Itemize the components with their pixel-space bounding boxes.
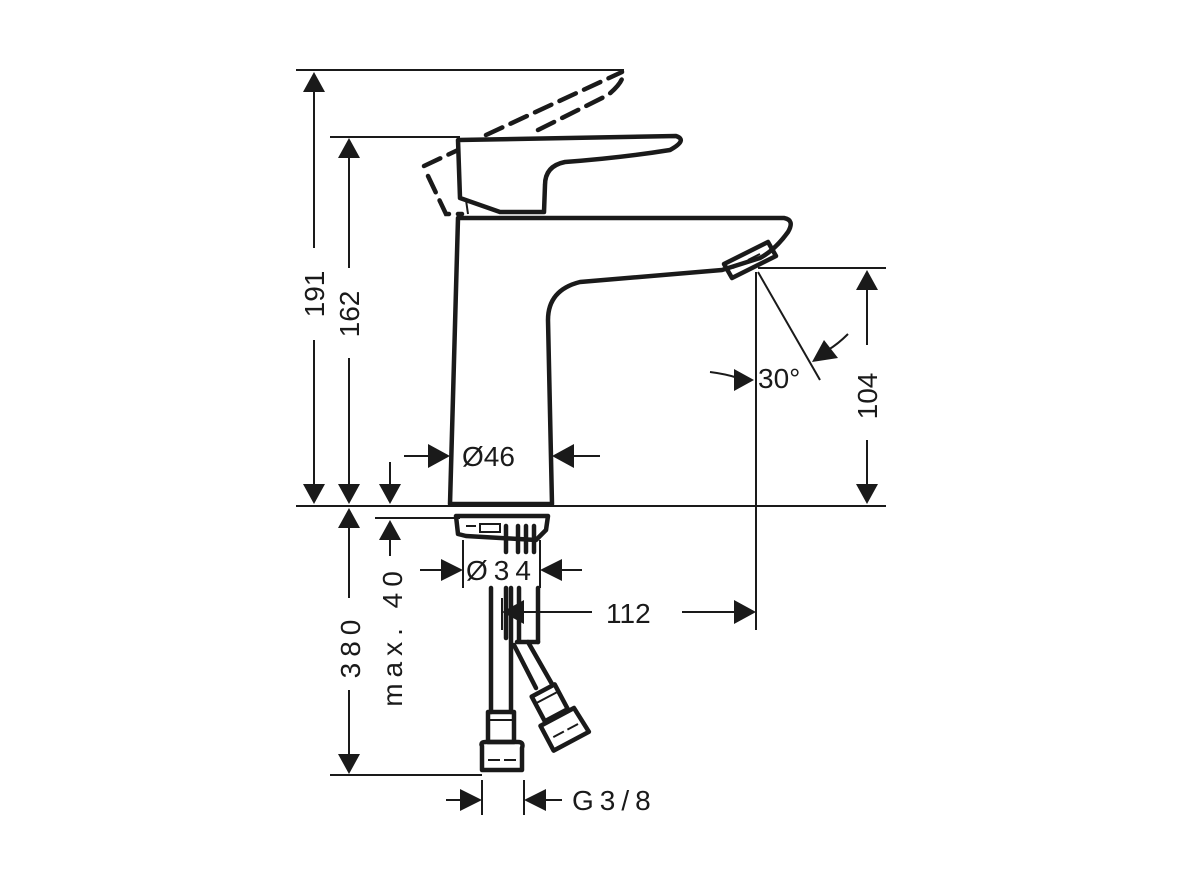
- dim-label-112: 112: [606, 598, 651, 629]
- hose-connector-straight: [479, 709, 525, 773]
- dim-label-380: 380: [335, 614, 366, 679]
- dimension-thread-diameter: Ø34: [420, 555, 582, 586]
- lever-open-outline: [421, 69, 625, 217]
- dim-label-191: 191: [299, 271, 330, 318]
- supply-hoses: [479, 585, 592, 773]
- dim-label-g3-8: G3/8: [572, 785, 657, 816]
- dimension-162: 162: [334, 138, 365, 504]
- dimension-spout-reach: 112: [501, 598, 756, 630]
- dim-label-104: 104: [852, 373, 883, 420]
- dimension-hose-length: 380: [335, 508, 366, 774]
- dim-label-34: Ø34: [466, 555, 537, 586]
- dimension-104: 104: [852, 270, 883, 504]
- mounting-thread: [453, 513, 551, 555]
- dimension-spray-angle: 30°: [709, 271, 849, 394]
- dimension-countertop-thickness: max. 40: [377, 462, 408, 707]
- dimension-191: 191: [299, 72, 330, 504]
- lever-closed: [455, 133, 683, 215]
- dim-label-max-40: max. 40: [377, 565, 408, 707]
- tap-body: [421, 69, 793, 555]
- dimension-body-diameter: Ø46: [404, 441, 600, 472]
- dim-label-162: 162: [334, 291, 365, 338]
- aerator: [721, 239, 779, 281]
- hose-connector-angled: [529, 682, 592, 753]
- dim-label-46: Ø46: [462, 441, 515, 472]
- dimension-connection-thread: G3/8: [446, 785, 657, 816]
- extension-lines: [296, 69, 886, 815]
- dim-label-30-degrees: 30°: [758, 363, 800, 394]
